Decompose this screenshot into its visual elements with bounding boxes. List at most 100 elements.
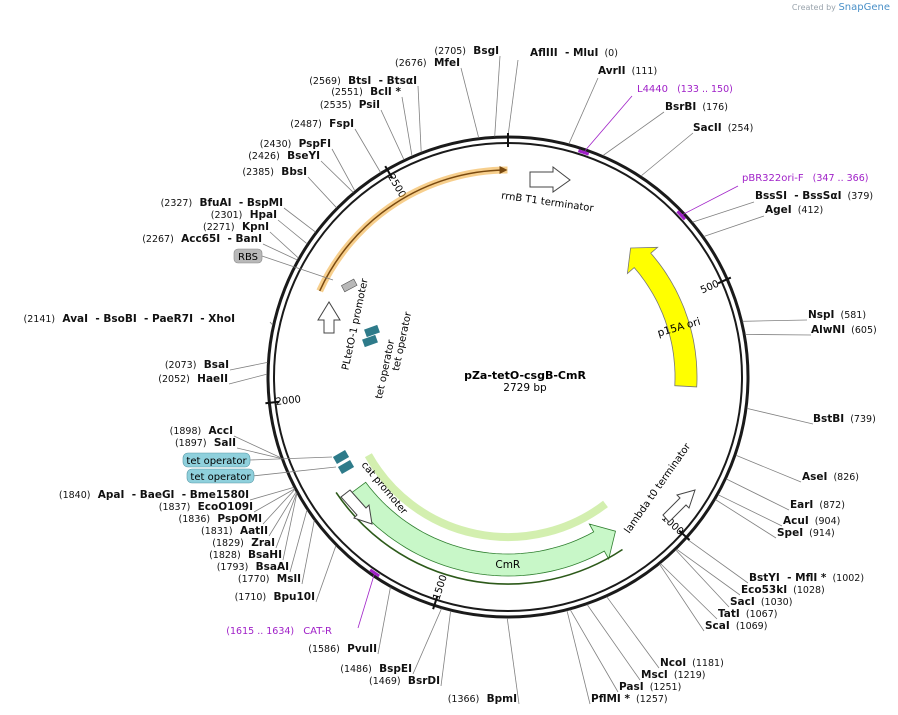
enzyme-labels: AflIII - MluI (0)AvrII (111)BsrBI (176)S…: [24, 45, 877, 705]
enzyme-name: Acc65I: [174, 233, 220, 245]
enzyme-leader: [566, 610, 591, 705]
enzyme-leader: [301, 520, 315, 585]
enzyme-label: SpeI (914): [777, 527, 835, 539]
enzyme-position: (1366): [448, 694, 480, 705]
enzyme-name: - XhoI: [193, 313, 235, 325]
enzyme-name: BssSI: [755, 190, 787, 202]
enzyme-name: SalI: [207, 437, 236, 449]
enzyme-label: (2327) BfuAI - BspMI: [161, 197, 283, 209]
enzyme-leader: [602, 111, 665, 156]
enzyme-label: AflIII - MluI (0): [530, 47, 618, 59]
watermark-prefix: Created by: [791, 3, 836, 12]
snapgene-watermark: Created by SnapGene: [792, 2, 890, 13]
enzyme-name: ScaI: [705, 620, 730, 632]
enzyme-position: (1831): [201, 526, 233, 537]
enzyme-label: AcuI (904): [783, 515, 840, 527]
enzyme-leader: [249, 487, 294, 501]
enzyme-label: ScaI (1069): [705, 620, 767, 632]
enzyme-label: PflMI * (1257): [591, 693, 668, 705]
enzyme-position: (581): [834, 310, 866, 321]
enzyme-position: (2052): [158, 374, 190, 385]
enzyme-position: (605): [845, 325, 877, 336]
cmr-arrow: [347, 481, 616, 577]
enzyme-leader: [283, 207, 316, 233]
enzyme-label: (2430) PspFI: [260, 138, 331, 150]
enzyme-name: - BtsαI: [371, 75, 417, 87]
tet-operator-box: [362, 334, 378, 348]
enzyme-leader: [494, 55, 501, 137]
tet-operator-box: [337, 460, 355, 474]
enzyme-position: (1829): [212, 538, 244, 549]
enzyme-label: Eco53kI (1028): [741, 584, 825, 596]
enzyme-name: PasI: [619, 681, 644, 693]
tet-box-leader: [249, 456, 333, 461]
enzyme-name: SacII: [693, 122, 722, 134]
enzyme-leader: [640, 132, 694, 177]
enzyme-position: (1710): [235, 592, 267, 603]
primer-range: (133 .. 150): [668, 84, 733, 95]
primer-label: L4440 (133 .. 150): [637, 84, 733, 95]
enzyme-name: AatII: [233, 525, 268, 537]
enzyme-label: (1469) BsrDI: [369, 675, 440, 687]
primer-leader: [681, 185, 739, 216]
enzyme-leader: [569, 609, 619, 693]
primer-leader: [357, 572, 376, 629]
enzyme-leader: [735, 454, 802, 483]
pltet-promoter-arrow: [317, 301, 341, 334]
enzyme-position: (872): [813, 500, 845, 511]
enzyme-leader: [606, 596, 660, 669]
enzyme-name: - BaeGI: [124, 489, 174, 501]
enzyme-name: MslI: [269, 573, 301, 585]
enzyme-leader: [331, 148, 356, 192]
enzyme-name: - BsoBI: [88, 313, 137, 325]
enzyme-name: TatI: [718, 608, 740, 620]
enzyme-position: (1897): [175, 438, 207, 449]
enzyme-position: (2327): [161, 198, 193, 209]
rrnb-terminator-arrow: [529, 165, 571, 193]
enzyme-label: (1793) BsaAI: [217, 561, 289, 573]
enzyme-position: (1837): [159, 502, 191, 513]
enzyme-label: (2426) BseYI: [248, 150, 320, 162]
enzyme-position: (412): [792, 205, 824, 216]
enzyme-label: (1897) SalI: [175, 437, 236, 449]
enzyme-name: KpnI: [235, 221, 269, 233]
enzyme-leader: [726, 478, 790, 511]
enzyme-leader: [586, 604, 641, 681]
enzyme-name: BfuAI: [192, 197, 231, 209]
enzyme-label: (1840) ApaI - BaeGI - Bme1580I: [59, 489, 249, 501]
enzyme-name: - PaeR7I: [137, 313, 193, 325]
enzyme-name: EarI: [790, 499, 813, 511]
enzyme-name: AvrII: [598, 65, 626, 77]
enzyme-position: (1840): [59, 490, 91, 501]
tick-mark: [384, 165, 394, 179]
enzyme-name: NspI: [808, 309, 834, 321]
tet-operator-box: [332, 450, 350, 464]
enzyme-position: (904): [809, 516, 841, 527]
enzyme-label: NspI (581): [808, 309, 866, 321]
enzyme-label: (1586) PvuII: [308, 643, 377, 655]
enzyme-label: (1710) Bpu10I: [235, 591, 315, 603]
tick-mark: [717, 276, 732, 285]
enzyme-leader: [253, 488, 295, 513]
primer-label: (1615 .. 1634) CAT-R: [226, 626, 332, 637]
enzyme-name: AseI: [802, 471, 827, 483]
enzyme-label: SacI (1030): [730, 596, 792, 608]
enzyme-leader: [692, 201, 755, 223]
enzyme-leader: [417, 85, 422, 153]
rbs-leader: [261, 255, 334, 281]
enzyme-name: PvuII: [340, 643, 377, 655]
enzyme-name: BsaHI: [241, 549, 282, 561]
enzyme-position: (1181): [686, 658, 724, 669]
enzyme-label: (2271) KpnI: [203, 221, 269, 233]
enzyme-position: (1469): [369, 676, 401, 687]
enzyme-label: (2052) HaeII: [158, 373, 228, 385]
primer-range: (347 .. 366): [804, 173, 869, 184]
enzyme-label: (1837) EcoO109I: [159, 501, 253, 513]
enzyme-leader: [660, 563, 718, 620]
enzyme-leader: [269, 231, 299, 259]
enzyme-label: (2073) BsaI: [165, 359, 229, 371]
enzyme-name: BsrDI: [401, 675, 440, 687]
tet-operator-pill: [186, 468, 255, 484]
plasmid-name: pZa-tetO-csgB-CmR: [464, 369, 586, 382]
enzyme-leader-lines: [228, 55, 814, 705]
